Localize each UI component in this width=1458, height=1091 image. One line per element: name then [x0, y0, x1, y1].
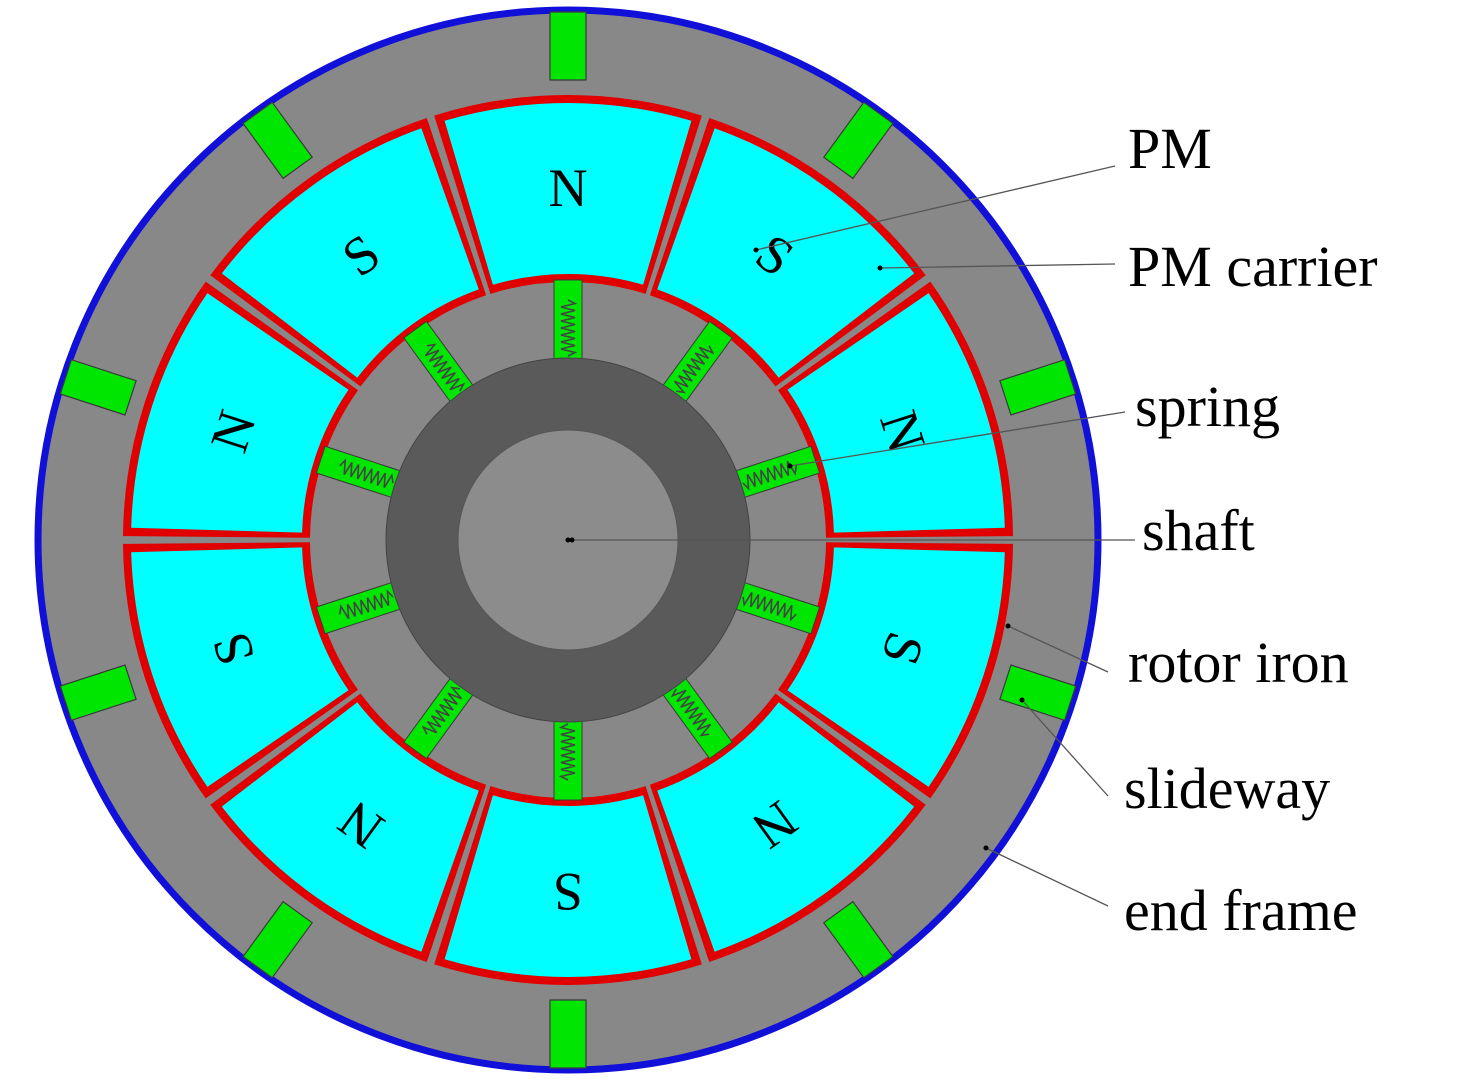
- spring-label: spring: [1135, 374, 1280, 439]
- permanent-magnet: [444, 103, 692, 285]
- magnet-pole-group: [123, 95, 1013, 985]
- slideway-outer: [59, 664, 137, 722]
- spring-coil: [742, 460, 798, 491]
- slideway-outer: [549, 999, 587, 1069]
- spring-coil: [558, 723, 576, 781]
- rotor-iron-pointer-dot: [1005, 623, 1011, 629]
- slideway-outer: [999, 664, 1077, 722]
- end-frame-pointer-dot: [983, 845, 989, 851]
- pm-carrier-leader-line: [879, 263, 1116, 269]
- shaft-pointer-dot: [569, 537, 575, 543]
- permanent-magnet: [657, 702, 915, 952]
- spring-coil: [424, 343, 466, 392]
- pm-carrier-pointer-dot: [877, 265, 883, 271]
- rotor-iron-label: rotor iron: [1128, 630, 1349, 695]
- spring-group: [315, 279, 821, 801]
- spring-coil: [673, 345, 715, 394]
- slideway-pointer-dot: [1019, 697, 1025, 703]
- permanent-magnet: [131, 293, 349, 533]
- pm-pointer-dot: [753, 247, 759, 253]
- slideway-outer: [59, 358, 137, 416]
- callout-group: PM PM carrier spring shaft rotor iron slidewa…: [569, 116, 1378, 943]
- permanent-magnet: [221, 128, 479, 378]
- permanent-magnet: [221, 702, 479, 952]
- spring-coil: [742, 591, 797, 622]
- slideway-outer: [242, 101, 314, 180]
- permanent-magnet: [444, 795, 692, 977]
- permanent-magnet: [787, 547, 1005, 787]
- spring-coil: [421, 686, 463, 735]
- slideway-leader-line: [1021, 699, 1109, 797]
- shaft-assembly: [385, 357, 751, 723]
- slideway-outer: [822, 101, 894, 180]
- spring-coil: [560, 299, 578, 357]
- spring-coil: [670, 688, 712, 737]
- spring-pointer-dot: [787, 463, 793, 469]
- end-frame-leader-line: [985, 847, 1109, 907]
- pm-carrier-label: PM carrier: [1128, 234, 1378, 299]
- slideway-outer: [999, 358, 1077, 416]
- slideway-label: slideway: [1124, 756, 1330, 821]
- pole-label-n: N: [549, 158, 588, 218]
- shaft-label: shaft: [1142, 498, 1255, 563]
- shaft-center-dot: [565, 537, 571, 543]
- slideway-group: [59, 11, 1077, 1069]
- slideway-outer: [242, 900, 314, 979]
- spring-coil: [338, 589, 394, 620]
- slideway-outer: [549, 11, 587, 81]
- rotor-iron-leader-line: [1007, 625, 1109, 673]
- spring-coil: [339, 458, 394, 489]
- slideway-outer: [822, 900, 894, 979]
- permanent-magnet: [131, 547, 349, 787]
- permanent-magnet: [787, 293, 1005, 533]
- permanent-magnet: [657, 128, 915, 378]
- pm-label: PM: [1128, 116, 1212, 181]
- spring-leader-line: [789, 411, 1126, 467]
- pm-leader-line: [755, 165, 1116, 251]
- pole-label-s: S: [553, 862, 583, 922]
- end-frame-label: end frame: [1124, 878, 1357, 943]
